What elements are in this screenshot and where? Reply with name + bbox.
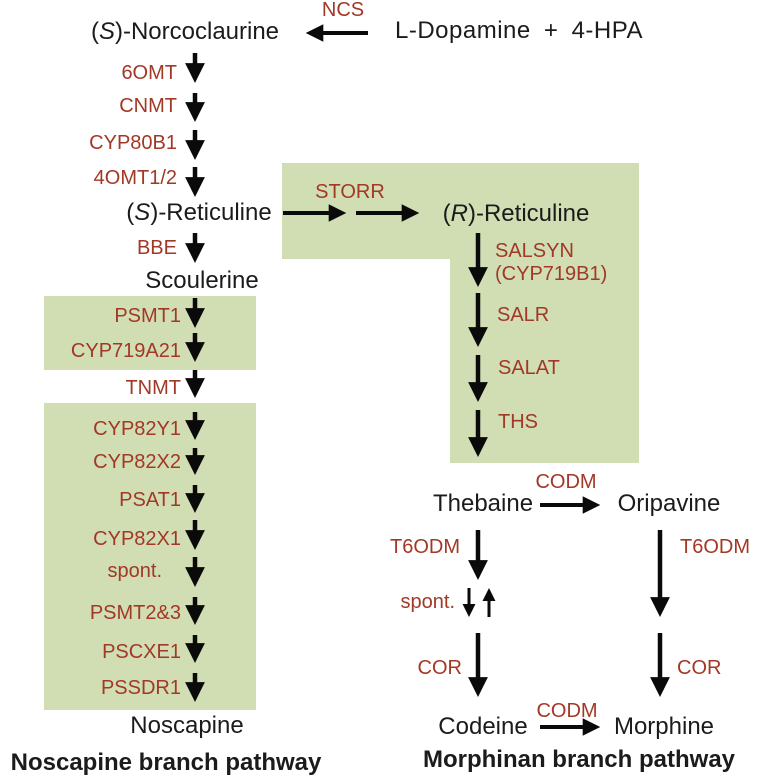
enzyme-salat-label: SALAT [498, 357, 560, 379]
metabolite-scoulerine: Scoulerine [145, 267, 259, 294]
enzyme-salr-label: SALR [497, 304, 550, 326]
enzyme-t6odm-left-label: T6ODM [390, 536, 460, 558]
metabolite-r-reticuline: (R)-Reticuline [442, 200, 590, 227]
metabolite-s-norcoclaurine: (S)-Norcoclaurine [90, 18, 280, 45]
enzyme-6omt-label: 6OMT [121, 62, 177, 84]
metabolite-thebaine: Thebaine [432, 490, 534, 517]
green-box-noscapine-chain [44, 403, 256, 710]
enzyme-t6odm-right-label: T6ODM [680, 536, 750, 558]
metabolite-substrates: L-Dopamine + 4-HPA [395, 17, 643, 44]
enzyme-cyp82x1-label: CYP82X1 [93, 528, 181, 550]
enzyme-4omt12-label: 4OMT1/2 [93, 167, 177, 189]
enzyme-psmt23-label: PSMT2&3 [89, 602, 181, 624]
enzyme-cyp80b1-label: CYP80B1 [89, 132, 177, 154]
metabolite-oripavine: Oripavine [617, 490, 721, 517]
enzyme-pssdr1-label: PSSDR1 [100, 677, 181, 699]
enzyme-salsyn-line1: SALSYN [495, 240, 574, 262]
enzyme-tnmt-label: TNMT [125, 377, 181, 399]
enzyme-codm-top-label: CODM [535, 471, 597, 493]
enzyme-spont-morphinan-label: spont. [400, 591, 455, 613]
enzyme-cor-right-label: COR [677, 657, 722, 679]
enzyme-codm-bottom-label: CODM [536, 700, 598, 722]
caption-noscapine-branch: Noscapine branch pathway [10, 749, 322, 776]
enzyme-pscxe1-label: PSCXE1 [102, 641, 181, 663]
enzyme-cor-left-label: COR [417, 657, 462, 679]
green-box-morphinan-column [450, 259, 639, 463]
metabolite-noscapine: Noscapine [130, 712, 244, 739]
enzyme-storr-label: STORR [315, 181, 385, 203]
enzyme-psat1-label: PSAT1 [119, 489, 181, 511]
enzyme-cnmt-label: CNMT [119, 95, 177, 117]
enzyme-salsyn-label: SALSYN (CYP719B1) [495, 240, 607, 286]
metabolite-morphine: Morphine [613, 713, 715, 740]
green-box-psmt1-cyp719a21 [44, 296, 256, 370]
enzyme-cyp719a21-label: CYP719A21 [70, 340, 181, 362]
caption-morphinan-branch: Morphinan branch pathway [422, 746, 736, 773]
enzyme-cyp82x2-label: CYP82X2 [93, 451, 181, 473]
enzyme-psmt1-label: PSMT1 [114, 305, 181, 327]
enzyme-cyp82y1-label: CYP82Y1 [93, 418, 181, 440]
enzyme-bbe-label: BBE [136, 237, 177, 259]
enzyme-ths-label: THS [498, 411, 538, 433]
metabolite-s-reticuline: (S)-Reticuline [126, 199, 272, 226]
metabolite-codeine: Codeine [438, 713, 528, 740]
enzyme-salsyn-line2: (CYP719B1) [495, 263, 608, 285]
enzyme-spont-noscapine-label: spont. [107, 560, 162, 582]
enzyme-ncs-label: NCS [321, 0, 365, 21]
